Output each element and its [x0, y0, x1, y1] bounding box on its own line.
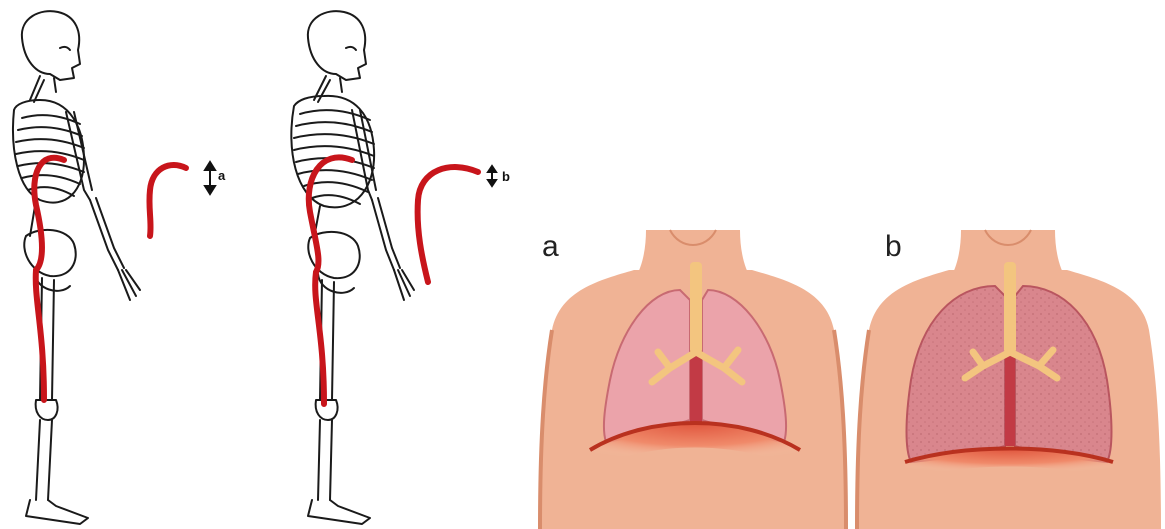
lungs-panel-a: a [530, 0, 855, 529]
lungs-label-a: a [542, 230, 559, 264]
lungs-label-b: b [885, 230, 902, 264]
spine-curve-a [34, 158, 64, 400]
depth-arrow-a [205, 162, 215, 194]
curve-label-b: b [502, 169, 510, 184]
chest-illustration-a [530, 0, 855, 529]
chest-illustration-b [855, 0, 1165, 529]
depth-arrow-b [488, 166, 496, 186]
curve-label-a: a [218, 168, 225, 183]
curve-detail-a [149, 165, 186, 236]
skeleton-figure-a [0, 0, 260, 529]
skeleton-panel-a: a [0, 0, 260, 529]
curve-detail-b [418, 167, 478, 282]
skeleton-panel-b: b [280, 0, 530, 529]
skeleton-figure-b [280, 0, 530, 529]
lungs-panel-b: b [855, 0, 1165, 529]
